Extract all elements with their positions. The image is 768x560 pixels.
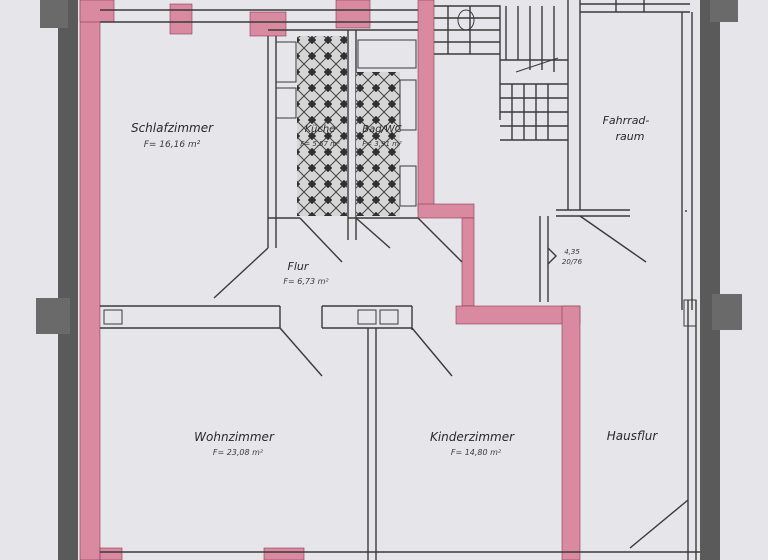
room-label-fahrradraum-1: Fahrrad- <box>603 114 650 127</box>
room-label-wohnzimmer: Wohnzimmer <box>194 430 275 444</box>
kitchen-bath-wall <box>461 217 475 307</box>
room-label-hausflur: Hausflur <box>607 429 659 443</box>
dimension-label-1: 4,35 <box>564 248 580 256</box>
top-wall-segment <box>79 0 115 23</box>
room-area-kinderzimmer: F= 14,80 m² <box>451 448 502 457</box>
room-area-bad: F= 3,91 m² <box>362 140 402 148</box>
kitchen-tiles <box>297 36 347 216</box>
room-area-schlafzimmer: F= 16,16 m² <box>144 140 201 150</box>
dimension-label-2: 20/76 <box>562 258 583 266</box>
room-label-flur: Flur <box>288 260 310 273</box>
exterior-walls <box>36 0 742 560</box>
radiator <box>357 309 377 325</box>
kitchen-bath-wall <box>417 0 435 213</box>
room-area-wohnzimmer: F= 23,08 m² <box>213 448 264 457</box>
top-wall-segment <box>249 11 287 37</box>
bathroom-tiles <box>356 72 400 216</box>
bath-sink <box>399 79 417 131</box>
interior-lines <box>100 0 700 560</box>
new-walls <box>79 0 581 560</box>
fixtures <box>103 9 697 327</box>
radiator <box>379 309 399 325</box>
room-area-kueche: F= 5,57 m² <box>300 140 340 148</box>
wall-pillar <box>710 0 738 22</box>
wall-pillar <box>36 298 70 334</box>
bottom-wall-segment <box>99 547 123 560</box>
room-label-bad: Bad/WC <box>362 124 402 135</box>
room-label-schlafzimmer: Schlafzimmer <box>131 121 214 135</box>
top-wall-segment <box>335 0 371 29</box>
left-interior-wall <box>79 0 101 560</box>
wall-pillar <box>712 294 742 330</box>
room-label-kueche: Küche <box>305 124 336 135</box>
room-label-fahrradraum-2: raum <box>616 130 645 143</box>
bottom-wall-segment <box>263 547 305 560</box>
kinderzimmer-wall <box>561 305 581 560</box>
kinderzimmer-wall <box>455 305 581 325</box>
kitchen-sink <box>275 87 297 119</box>
right-exterior-wall <box>700 0 720 560</box>
top-wall-segment <box>169 3 193 35</box>
radiator <box>683 299 697 327</box>
radiator <box>103 309 123 325</box>
bathtub <box>357 39 417 69</box>
wall-pillar <box>40 0 68 28</box>
left-exterior-wall <box>58 0 78 560</box>
kitchen-counter <box>275 41 297 83</box>
staircase-newel <box>457 9 475 31</box>
room-area-flur: F= 6,73 m² <box>283 277 329 286</box>
kitchen-bath-wall <box>417 203 475 219</box>
wc <box>399 165 417 207</box>
room-label-kinderzimmer: Kinderzimmer <box>430 430 515 444</box>
